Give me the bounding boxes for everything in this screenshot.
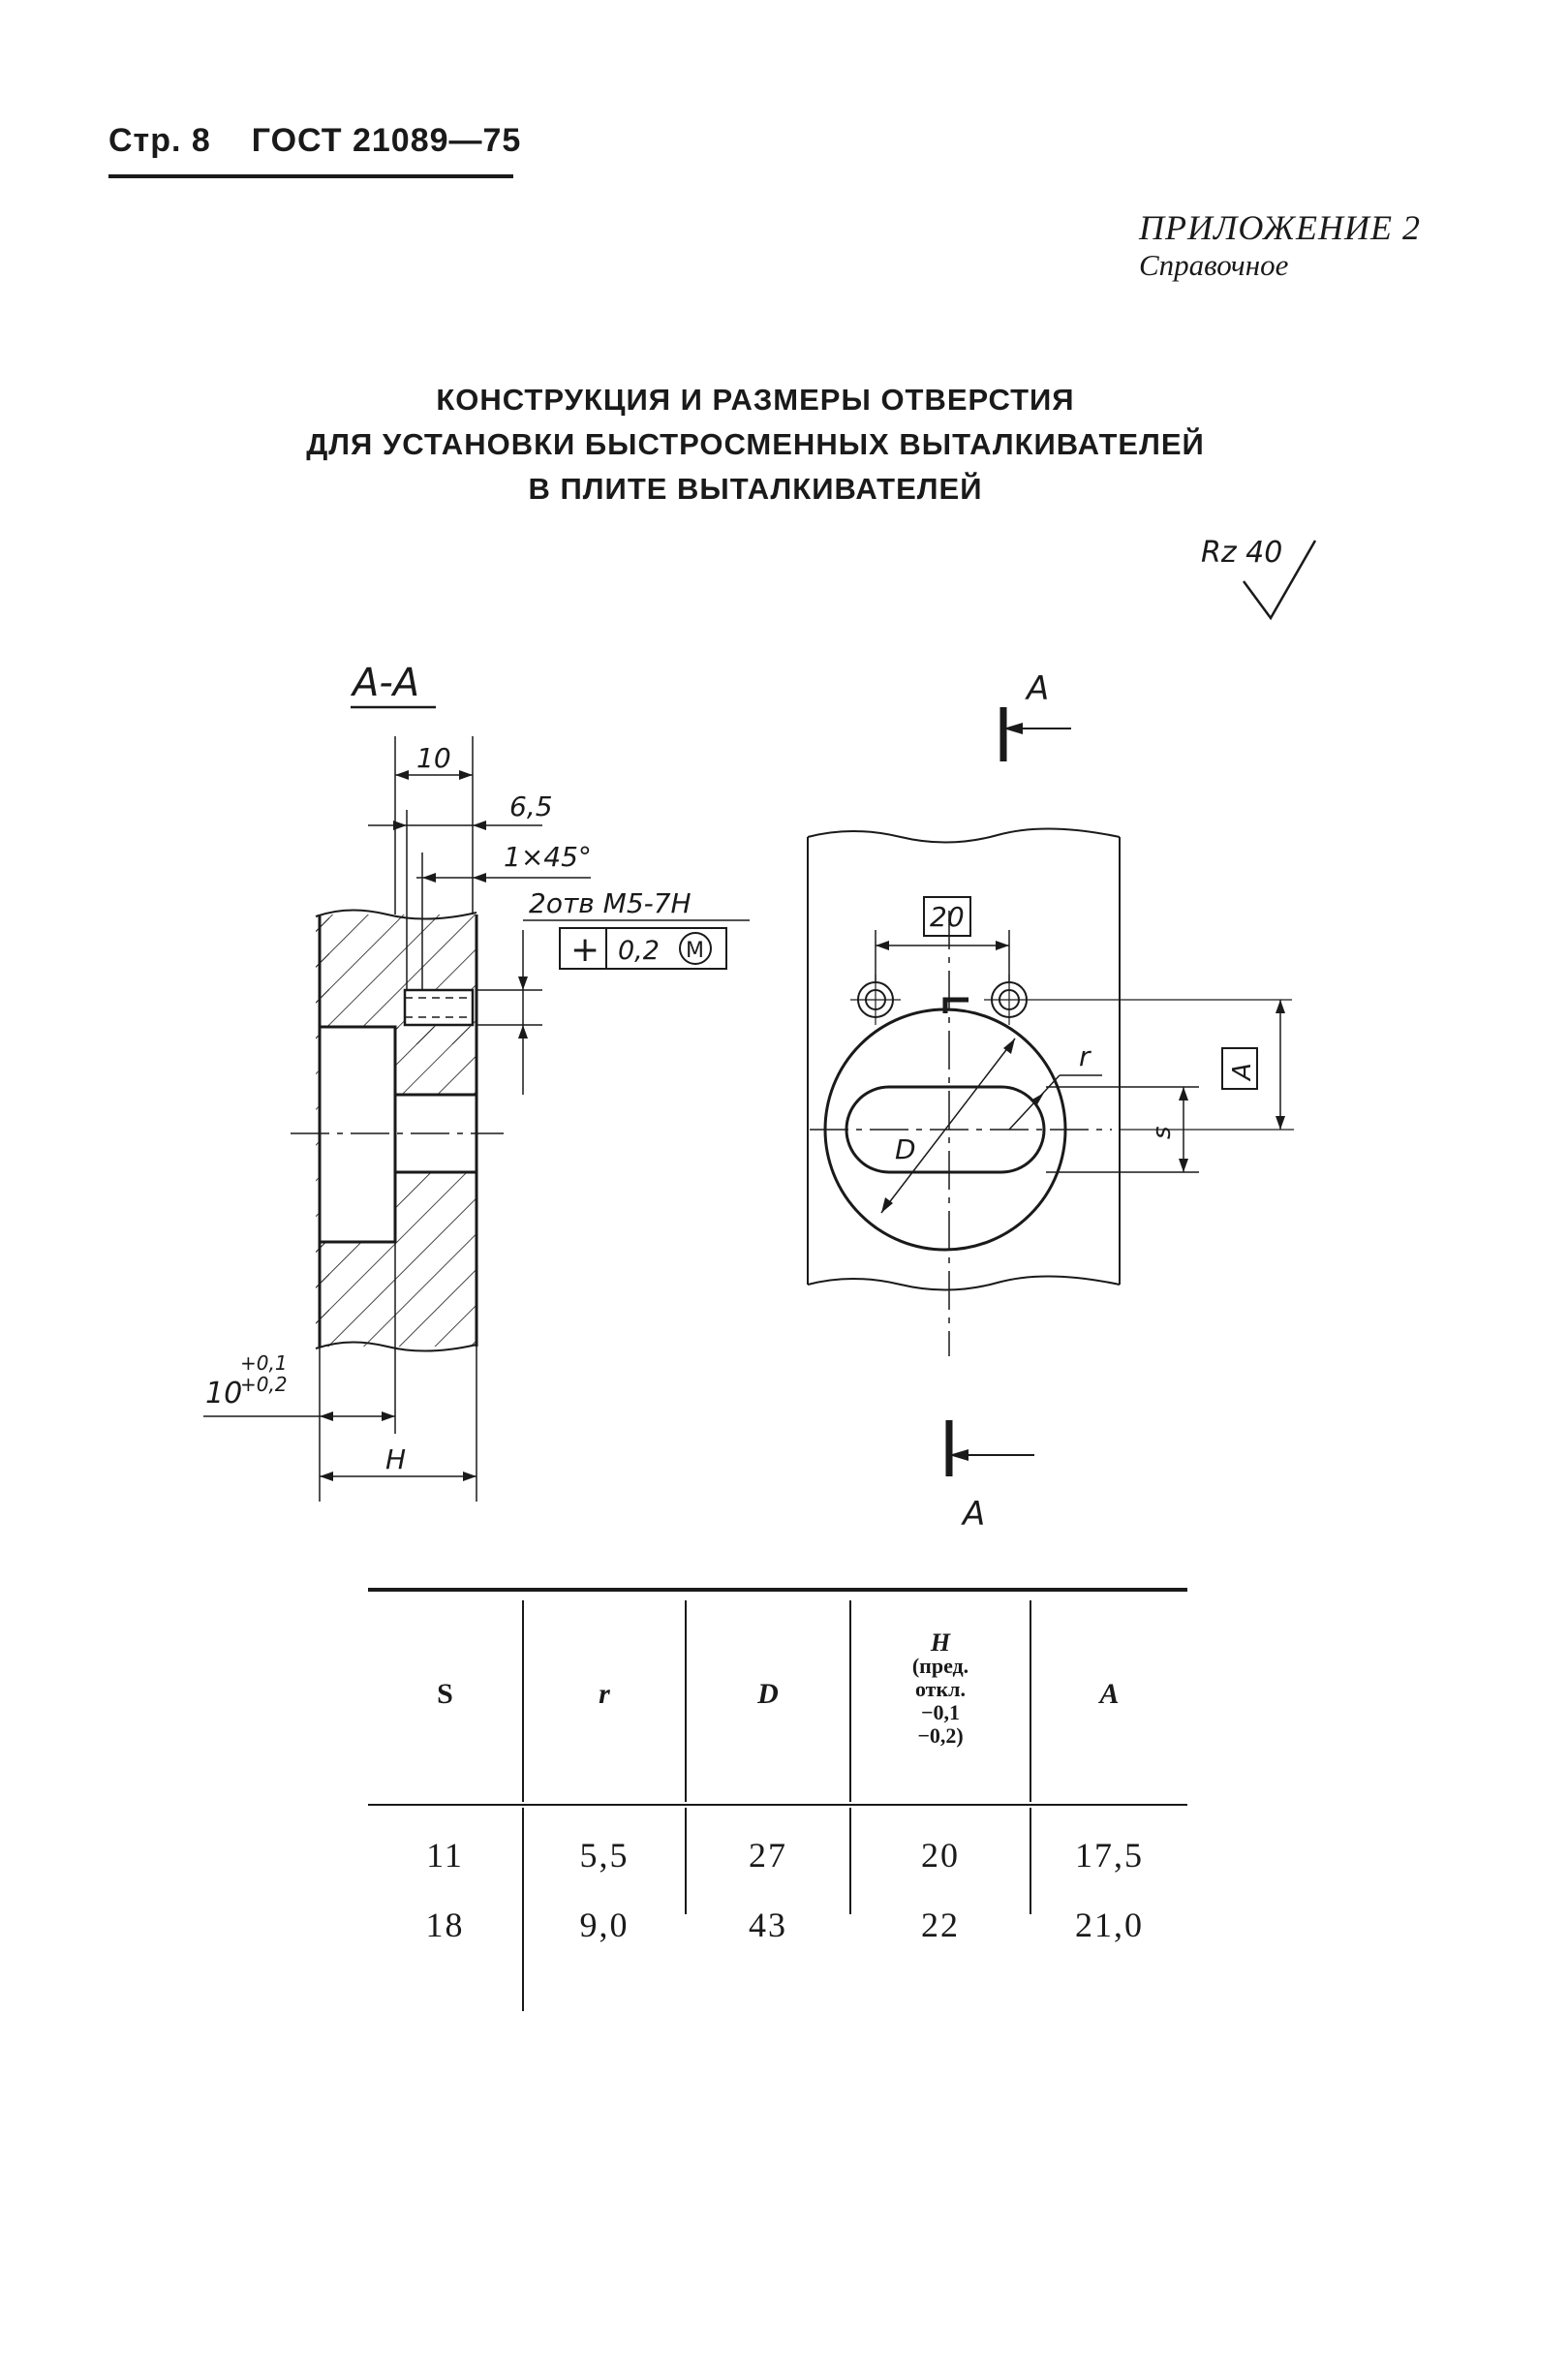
cell-D: 43 [749,1906,787,1944]
title-line-1: КОНСТРУКЦИЯ И РАЗМЕРЫ ОТВЕРСТИЯ [436,383,1075,417]
cell-H: 22 [921,1906,960,1944]
appendix-title: ПРИЛОЖЕНИЕ 2 [1139,208,1421,247]
dim-r: r [1079,1040,1091,1072]
header-H: H (пред. откл. −0,1 −0,2) [851,1628,1030,1748]
col-divider [849,1808,851,1914]
section-label: А-А [350,661,419,705]
dim-D: D [895,1133,916,1165]
page-title: КОНСТРУКЦИЯ И РАЗМЕРЫ ОТВЕРСТИЯ ДЛЯ УСТА… [271,378,1240,512]
depth-lower: +0,2 [240,1373,288,1396]
header-s: S [437,1678,453,1710]
plan-view: А А 20 [807,669,1294,1534]
standard-number: ГОСТ 21089—75 [251,122,522,159]
col-divider [1030,1808,1031,1914]
section-view: А-А 10 6,5 [203,661,750,1502]
cell-D: 27 [749,1836,787,1875]
title-line-3: В ПЛИТЕ ВЫТАЛКИВАТЕЛЕЙ [528,472,983,506]
col-divider [522,1600,524,1802]
dim-H: Н [385,1443,406,1475]
tolerance-frame: + 0,2 М [559,927,727,970]
holes-callout: 2отв М5-7Н [529,887,692,919]
title-line-2: ДЛЯ УСТАНОВКИ БЫСТРОСМЕННЫХ ВЫТАЛКИВАТЕЛ… [306,427,1205,461]
table-top-rule [368,1588,1187,1592]
header-H-note-4: −0,2) [917,1723,964,1748]
depth-base: 10 [205,1377,242,1410]
cell-H: 20 [921,1836,960,1875]
view-label-top: А [1025,669,1049,708]
header-D: D [757,1678,779,1710]
cell-A: 17,5 [1075,1836,1144,1875]
dim-6-5: 6,5 [509,790,553,822]
depth-upper: +0,1 [240,1351,288,1375]
col-divider [1030,1600,1031,1802]
col-divider [685,1808,687,1914]
cell-s: 11 [426,1836,464,1875]
tolerance-modifier: М [686,939,704,963]
cell-r: 5,5 [579,1836,630,1875]
header-rule [108,174,513,178]
header-H-note-1: (пред. [911,1654,969,1678]
page-number: Стр. 8 [108,122,211,159]
technical-drawing: Rz 40 А-А 10 [203,536,1317,1534]
col-divider [522,1808,524,2011]
appendix-subtitle: Справочное [1139,248,1289,282]
dim-s: s [1148,1126,1177,1139]
dim-chamfer: 1×45° [504,841,592,873]
col-divider [849,1600,851,1802]
cell-s: 18 [425,1906,465,1944]
cell-A: 21,0 [1075,1906,1144,1944]
header-A: A [1099,1678,1120,1710]
cell-r: 9,0 [579,1906,630,1944]
view-label-bottom: А [961,1495,985,1534]
header-H-note-2: откл. [914,1677,967,1701]
page-header: Стр. 8 ГОСТ 21089—75 [108,122,521,160]
datum-A: А [1228,1063,1257,1082]
dim-20: 20 [930,901,965,933]
roughness-symbol: Rz 40 [1201,536,1317,621]
header-r: r [599,1678,610,1710]
dim-10: 10 [416,742,451,774]
header-H-note-3: −0,1 [920,1700,961,1724]
col-divider [685,1600,687,1802]
roughness-label: Rz 40 [1201,536,1282,570]
tolerance-value: 0,2 [618,936,660,966]
tolerance-symbol: + [570,930,600,970]
header-H-label: H [930,1628,951,1657]
table-header-rule [368,1804,1187,1806]
